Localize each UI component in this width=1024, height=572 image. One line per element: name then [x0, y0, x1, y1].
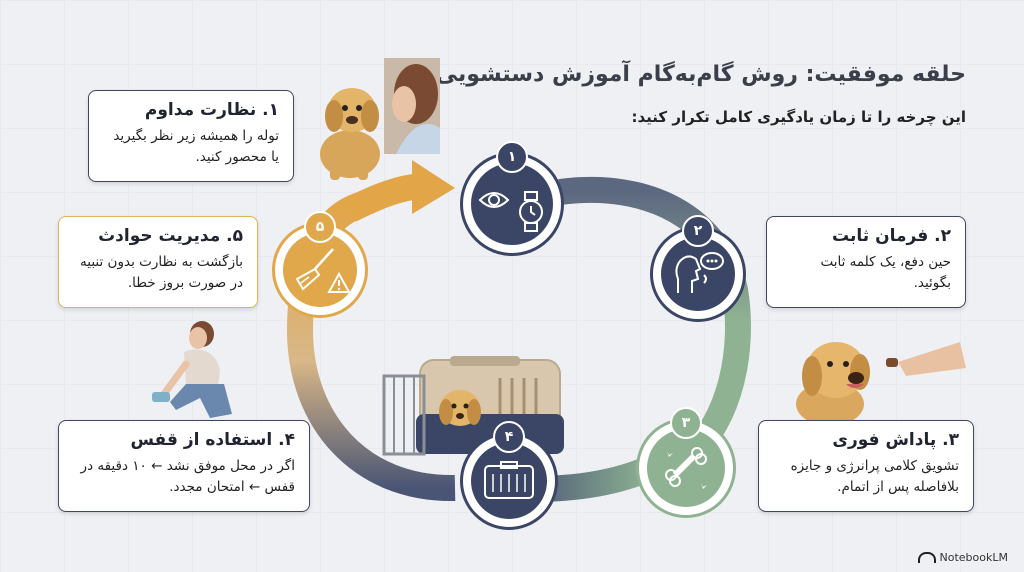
- eye-icon: [478, 192, 510, 208]
- crate-icon: [484, 461, 534, 499]
- step-4-node: ۴: [460, 421, 558, 530]
- step-4-card: ۴. استفاده از قفس اگر در محل موفق نشد ← …: [58, 420, 310, 512]
- step-2-node: ۲: [650, 215, 746, 322]
- warning-icon: [327, 272, 351, 293]
- bone-icon: [665, 447, 707, 489]
- step-1-heading: ۱. نظارت مداوم: [144, 100, 279, 120]
- step-1-node: ۱: [460, 141, 564, 256]
- step-4-heading: ۴. استفاده از قفس: [130, 430, 295, 450]
- step-5-card: ۵. مدیریت حوادث بازگشت به نظارت بدون تنب…: [58, 216, 258, 308]
- notebooklm-logo-icon: [917, 552, 936, 563]
- woman-cleaning-photo: [152, 321, 232, 418]
- step-1-card: ۱. نظارت مداوم توله را همیشه زیر نظر بگی…: [88, 90, 294, 182]
- step-3-number: ۳: [670, 407, 702, 439]
- step-3-card: ۳. پاداش فوری تشویق کلامی پرانرژی و جایز…: [758, 420, 974, 512]
- step-4-body: اگر در محل موفق نشد ← ۱۰ دقیقه در قفس ← …: [80, 458, 295, 495]
- step-3-heading: ۳. پاداش فوری: [832, 430, 959, 450]
- step-5-heading: ۵. مدیریت حوادث: [98, 226, 243, 246]
- brand-badge: NotebookLM: [917, 551, 1008, 564]
- step-2-card: ۲. فرمان ثابت حین دفع، یک کلمه ثابت بگوئ…: [766, 216, 966, 308]
- arrow-head: [412, 160, 455, 214]
- puppy-and-woman-photo: [320, 58, 440, 180]
- step-3-node: ۳: [636, 407, 736, 518]
- step-2-number: ۲: [682, 215, 714, 247]
- step-2-heading: ۲. فرمان ثابت: [832, 226, 951, 246]
- page-subtitle: این چرخه را تا زمان یادگیری کامل تکرار ک…: [631, 108, 966, 126]
- crate-with-puppy-photo: [382, 356, 564, 456]
- step-2-body: حین دفع، یک کلمه ثابت بگوئید.: [820, 254, 951, 291]
- ring-segment-top: [344, 173, 422, 222]
- step-3-body: تشویق کلامی پرانرژی و جایزه بلافاصله پس …: [790, 458, 959, 495]
- watch-icon: [519, 191, 543, 232]
- step-1-body: توله را همیشه زیر نظر بگیرید یا محصور کن…: [113, 128, 279, 165]
- step-1-number: ۱: [496, 141, 528, 173]
- step-5-node: ۵: [272, 211, 368, 318]
- step-5-body: بازگشت به نظارت بدون تنبیه در صورت بروز …: [80, 254, 243, 291]
- brand-label: NotebookLM: [939, 551, 1008, 564]
- step-4-number: ۴: [493, 421, 525, 453]
- step-5-number: ۵: [304, 211, 336, 243]
- page-title: حلقه موفقیت: روش گام‌به‌گام آموزش دستشوی…: [435, 62, 966, 87]
- broom-icon: [295, 248, 334, 291]
- puppy-treat-photo: [796, 342, 966, 422]
- speaking-person-icon: [675, 252, 724, 293]
